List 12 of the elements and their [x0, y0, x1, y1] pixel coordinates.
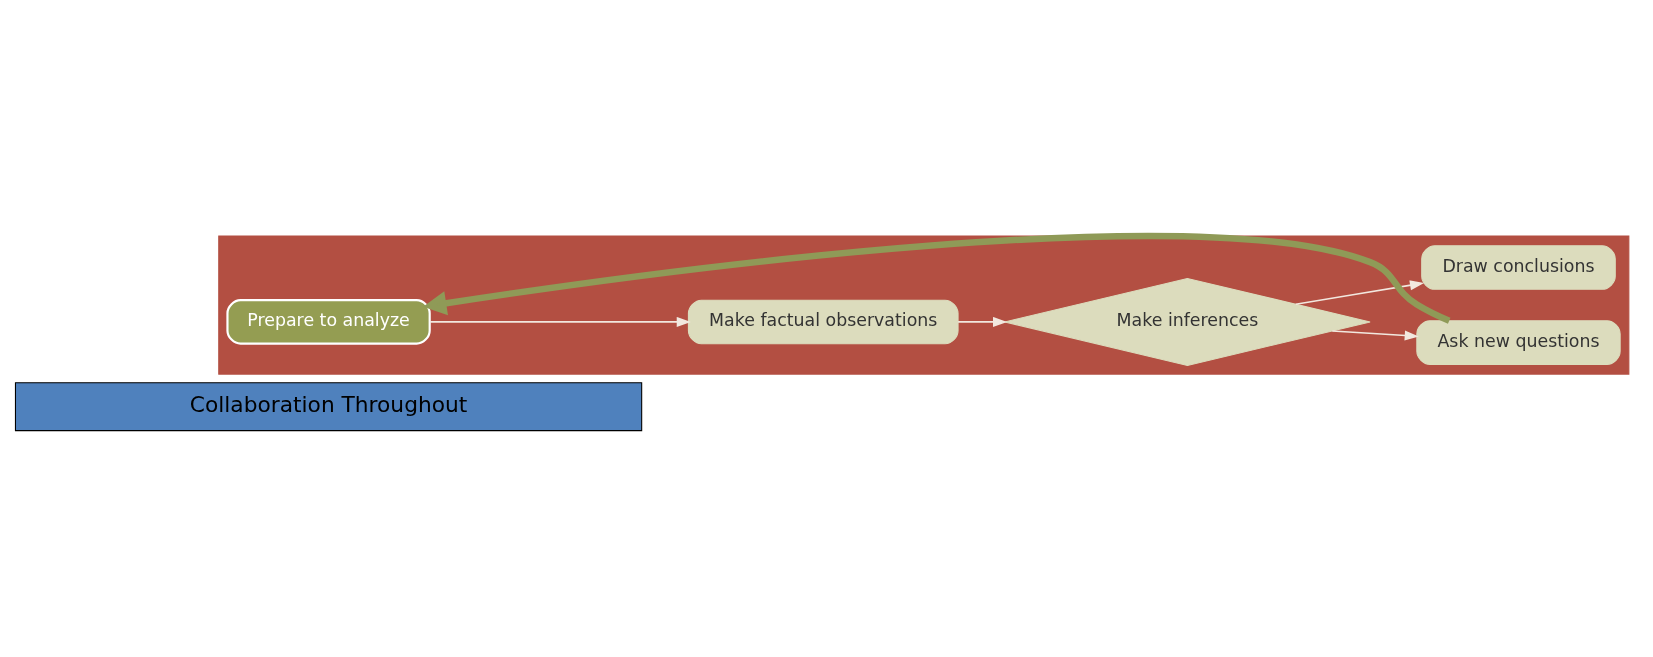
- node-box: Collaboration Throughout: [14, 381, 643, 431]
- cluster: [218, 235, 1630, 375]
- arrow: [423, 232, 1451, 324]
- arrow: [957, 316, 1008, 327]
- node-box: Make factual observations: [687, 299, 959, 344]
- node-box: Draw conclusions: [1421, 244, 1616, 290]
- node-box: Prepare to analyze: [226, 298, 431, 345]
- arrow: [429, 316, 691, 327]
- node-diamond: Make inferences: [1004, 277, 1371, 366]
- arrow: [1331, 329, 1419, 340]
- node-box: Ask new questions: [1416, 319, 1621, 365]
- arrow: [1294, 279, 1425, 305]
